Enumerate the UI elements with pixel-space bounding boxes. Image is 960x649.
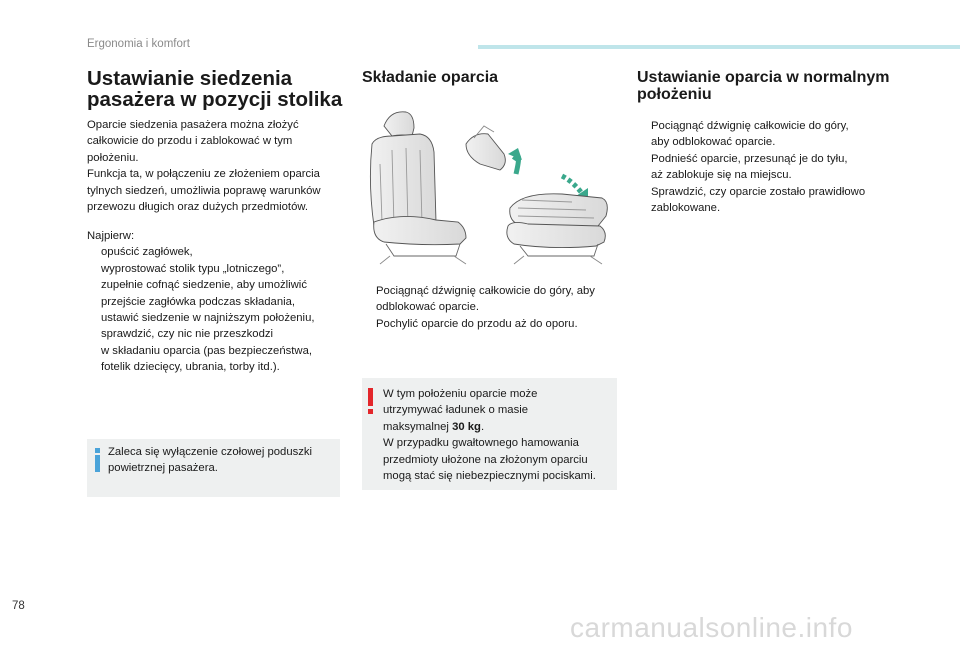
col1-title-line: Ustawianie siedzenia [87, 67, 293, 90]
col3-steps: Pociągnąć dźwignię całkowicie do góry, a… [637, 118, 899, 216]
list-line: zupełnie cofnąć siedzenie, aby umożliwić [101, 279, 307, 292]
list-item: sprawdzić, czy nic nie przeszkodzi w skł… [87, 326, 349, 375]
list-line: przejście zagłówka podczas składania, [101, 295, 296, 308]
header-accent-bar [478, 45, 960, 49]
list-item: Podnieść oparcie, przesunąć je do tyłu, … [637, 151, 899, 184]
list-line: wyprostować stolik typu „lotniczego”, [101, 262, 285, 275]
col3-title: Ustawianie oparcia w normalnym położeniu [637, 69, 937, 103]
warning-line: mogą stać się niebezpiecznymi pociskami. [383, 470, 596, 483]
col2-title: Składanie oparcia [362, 69, 499, 86]
list-line: ustawić siedzenie w najniższym położeniu… [101, 312, 315, 325]
list-item: Pochylić oparcie do przodu aż do oporu. [362, 316, 620, 332]
list-item: wyprostować stolik typu „lotniczego”, [87, 261, 349, 277]
list-line: aby odblokować oparcie. [651, 136, 776, 149]
load-suffix: . [480, 420, 485, 433]
headrest-icon [465, 125, 506, 171]
warning-note: W tym położeniu oparcie może utrzymywać … [362, 378, 617, 490]
list-item: zupełnie cofnąć siedzenie, aby umożliwić… [87, 277, 349, 310]
arrow-head-icon [508, 148, 522, 160]
list-item: Pociągnąć dźwignię całkowicie do góry, a… [637, 118, 899, 151]
col2-steps: Pociągnąć dźwignię całkowicie do góry, a… [362, 283, 620, 332]
load-prefix: maksymalnej [383, 420, 453, 433]
warning-line: W tym położeniu oparcie może [383, 388, 538, 400]
info-line: Zaleca się wyłączenie czołowej poduszki [108, 446, 313, 458]
col1-intro: Oparcie siedzenia pasażera można złożyć … [87, 117, 347, 215]
load-value: 30 kg [452, 420, 481, 433]
intro-line: Oparcie siedzenia pasażera można złożyć [87, 119, 299, 131]
list-line: Pociągnąć dźwignię całkowicie do góry, a… [376, 285, 595, 297]
col3-title-line: położeniu [637, 86, 712, 103]
upright-seat-icon [369, 111, 467, 265]
warning-line: W przypadku gwałtownego hamowania [383, 437, 579, 450]
watermark: carmanualsonline.info [570, 612, 853, 643]
warning-text: W tym położeniu oparcie może utrzymywać … [383, 386, 615, 484]
list-line: Pociągnąć dźwignię całkowicie do góry, [651, 120, 849, 132]
list-line: Pochylić oparcie do przodu aż do oporu. [376, 317, 578, 330]
list-line: opuścić zagłówek, [101, 246, 193, 259]
first-label: Najpierw: [87, 230, 135, 242]
warning-line: przedmioty ułożone na złożonym oparciu [383, 453, 588, 466]
section-label: Ergonomia i komfort [87, 38, 190, 50]
list-line: fotelik dziecięcy, ubrania, torby itd.). [101, 361, 280, 374]
info-line: powietrznej pasażera. [108, 462, 218, 475]
warning-line: utrzymywać ładunek o masie [383, 404, 529, 417]
intro-line: całkowicie do przodu i zablokować w tym [87, 135, 293, 148]
list-item: Pociągnąć dźwignię całkowicie do góry, a… [362, 283, 620, 316]
col1-title: Ustawianie siedzenia pasażera w pozycji … [87, 68, 347, 110]
folded-seat-icon [506, 193, 608, 265]
intro-line: położeniu. [87, 151, 139, 164]
list-line: Sprawdzić, czy oparcie zostało prawidłow… [651, 185, 866, 198]
list-item: Sprawdzić, czy oparcie zostało prawidłow… [637, 184, 899, 217]
list-item: opuścić zagłówek, [87, 244, 349, 260]
intro-line: tylnych siedzeń, umożliwia poprawę warun… [87, 184, 321, 197]
list-line: Podnieść oparcie, przesunąć je do tyłu, [651, 152, 848, 165]
warning-icon [367, 388, 375, 414]
list-line: sprawdzić, czy nic nie przeszkodzi [101, 328, 274, 341]
list-line: w składaniu oparcia (pas bezpieczeństwa, [101, 344, 312, 357]
page-number: 78 [12, 600, 25, 612]
info-note: Zaleca się wyłączenie czołowej poduszki … [87, 439, 340, 497]
fold-arrow-icon [560, 173, 587, 198]
seat-illustration [362, 104, 614, 272]
seat-folding-diagram [369, 111, 608, 265]
info-icon [93, 448, 102, 472]
col1-steps: Najpierw: opuścić zagłówek, wyprostować … [87, 228, 349, 376]
list-line: odblokować oparcie. [376, 301, 479, 314]
intro-line: Funkcja ta, w połączeniu ze złożeniem op… [87, 168, 320, 181]
warning-load-line: maksymalnej 30 kg. [383, 419, 615, 435]
intro-line: przewozu długich oraz dużych przedmiotów… [87, 201, 309, 214]
list-line: aż zablokuje się na miejscu. [651, 169, 792, 182]
col3-title-line: Ustawianie oparcia w normalnym [637, 69, 890, 86]
list-line: zablokowane. [651, 202, 721, 215]
lift-arrow-icon [511, 153, 522, 175]
list-item: ustawić siedzenie w najniższym położeniu… [87, 310, 349, 326]
col1-title-line: pasażera w pozycji stolika [87, 88, 343, 111]
info-note-text: Zaleca się wyłączenie czołowej poduszki … [108, 444, 338, 477]
